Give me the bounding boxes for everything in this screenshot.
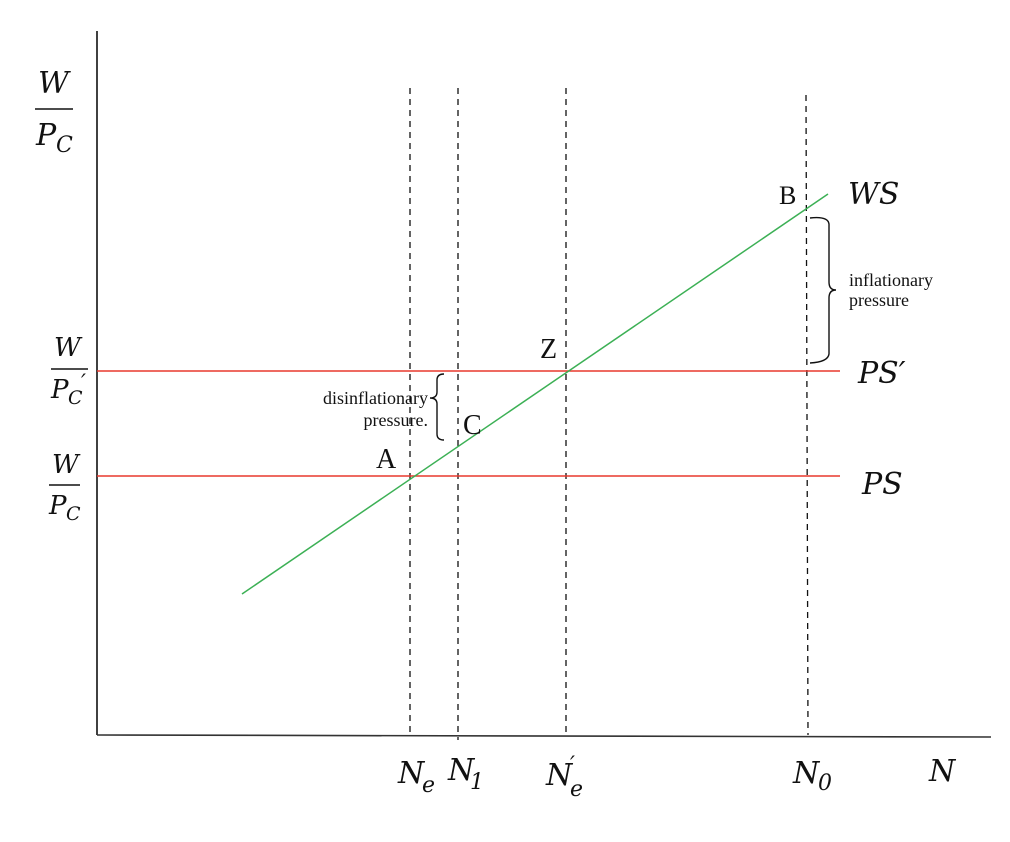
- disinflation-text-1: disinflationary: [323, 388, 428, 408]
- svg-text:W: W: [54, 333, 83, 363]
- svg-text:′: ′: [81, 371, 86, 396]
- x-tick-ne-prime: N e ′: [545, 753, 583, 802]
- y-axis-label: W P C: [35, 66, 73, 158]
- inflation-text-2: pressure: [849, 290, 909, 310]
- svg-text:1: 1: [470, 770, 484, 795]
- ps-prime-label: PS′: [857, 356, 906, 391]
- svg-text:0: 0: [818, 771, 832, 796]
- y-tick-ps-prime: W P C ′: [50, 333, 88, 409]
- inflation-brace-icon: [809, 216, 837, 364]
- y-tick-ps: W P C: [48, 450, 81, 525]
- inflation-text-1: inflationary: [849, 270, 933, 290]
- ws-line: [241, 193, 829, 595]
- point-b-label: B: [779, 181, 796, 210]
- svg-text:e: e: [570, 777, 583, 802]
- svg-text:W: W: [52, 450, 81, 480]
- svg-text:W: W: [38, 66, 71, 101]
- svg-text:C: C: [68, 387, 83, 409]
- x-tick-n1: N 1: [447, 753, 484, 795]
- svg-text:′: ′: [570, 753, 575, 778]
- svg-text:C: C: [56, 133, 73, 158]
- point-z-label: Z: [540, 334, 557, 365]
- svg-text:C: C: [66, 503, 81, 525]
- point-a-label: A: [376, 444, 397, 475]
- svg-text:N: N: [447, 753, 476, 788]
- disinflation-text-2: pressure.: [364, 410, 428, 430]
- x-tick-ne: N e: [397, 756, 435, 798]
- n0-dashed-line: [805, 94, 809, 736]
- x-tick-n0: N 0: [792, 756, 832, 796]
- svg-text:N: N: [397, 756, 426, 791]
- svg-text:N: N: [792, 756, 821, 791]
- svg-text:e: e: [422, 773, 435, 798]
- ws-label: WS: [848, 177, 899, 212]
- x-axis-label: N: [928, 754, 957, 789]
- ps-label: PS: [861, 467, 903, 502]
- svg-text:P: P: [50, 375, 69, 405]
- svg-text:P: P: [48, 491, 67, 521]
- disinflation-brace-icon: [429, 373, 445, 441]
- point-c-label: C: [463, 410, 482, 441]
- svg-text:N: N: [545, 758, 574, 793]
- svg-text:P: P: [35, 118, 57, 153]
- x-axis: [96, 734, 992, 738]
